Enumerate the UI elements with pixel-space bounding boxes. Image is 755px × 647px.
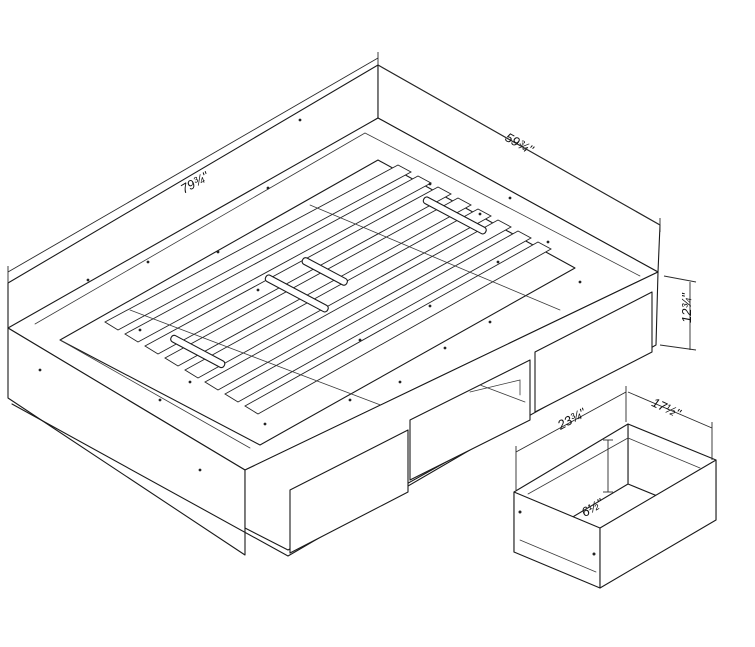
- drawer-front-right: [534, 291, 653, 413]
- slats: [104, 164, 552, 415]
- slat-handle-cutouts: [170, 196, 487, 369]
- drawer: [513, 386, 717, 589]
- hole-dots: [38, 118, 582, 472]
- drawer-width-dimension-line: [515, 386, 627, 490]
- height-dimension-line: [659, 275, 697, 351]
- bed-height-label: 12¾": [679, 292, 694, 323]
- open-cubby: [409, 359, 531, 481]
- drawer-depth-label: 17½": [650, 395, 685, 422]
- drawer-inner-height-dimension-line: [603, 439, 613, 493]
- front-long-face: [7, 327, 246, 556]
- bed-frame: [7, 52, 697, 557]
- drawer-depth-dimension-line: [627, 391, 713, 460]
- drawer-right-side: [599, 459, 717, 589]
- drawer-front-left: [289, 429, 409, 554]
- length-dimension-line: [7, 52, 379, 283]
- drawer-width-label: 23¾": [554, 404, 590, 433]
- width-dimension-line: [377, 64, 661, 232]
